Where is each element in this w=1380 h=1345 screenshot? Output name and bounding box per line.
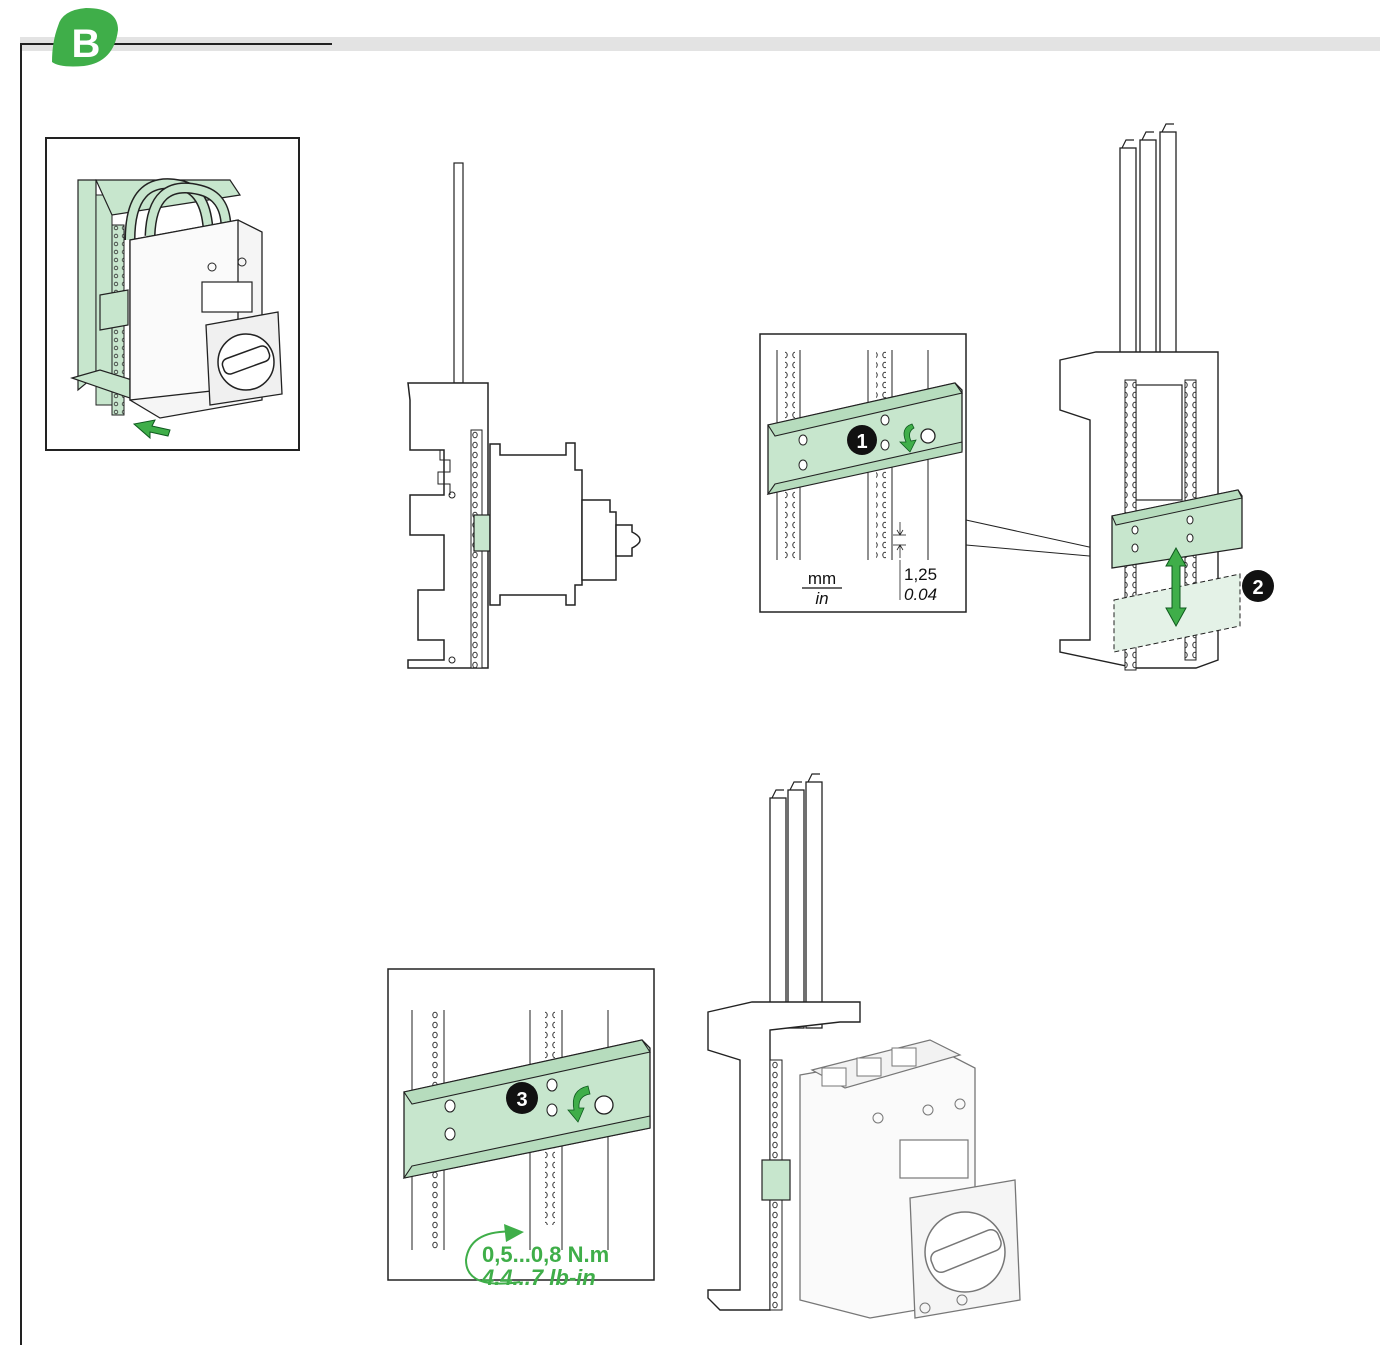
final-busbar-3 <box>805 781 823 1029</box>
callout-line-a <box>965 519 1113 553</box>
detail-1-hole-a <box>798 434 808 446</box>
detail-1-din-rail-bottom <box>766 441 963 495</box>
side-stepped-teeth <box>428 449 451 495</box>
step-1-number: 1 <box>856 431 867 453</box>
header: B <box>20 8 1380 1345</box>
final-terminal-3 <box>891 1047 917 1067</box>
placed-hole-c <box>1131 543 1139 553</box>
unit-in: in <box>815 589 828 608</box>
rail-window <box>1135 384 1183 501</box>
final-busbar-2 <box>787 789 805 1029</box>
torque-curve-head <box>504 1224 524 1242</box>
detail-3-din-rail-bottom <box>402 1115 651 1179</box>
final-clip <box>761 1159 791 1201</box>
final-busbar-tips <box>771 773 820 799</box>
busbar-3 <box>1159 131 1177 377</box>
detail-box-3: 3 0,5...0,8 N.m 4.4...7 lb-in <box>387 968 655 1290</box>
side-screw-1 <box>448 491 456 499</box>
dimension-in: 0.04 <box>904 585 937 604</box>
detail-3-hole-b <box>444 1127 456 1141</box>
final-screw-3 <box>954 1098 966 1110</box>
final-frame <box>707 1001 861 1311</box>
callout-line-b <box>965 544 1113 559</box>
placed-hole-a <box>1131 525 1139 535</box>
torque-metric: 0,5...0,8 N.m <box>482 1242 609 1267</box>
thumb-screw-2 <box>237 257 247 267</box>
detail-1-hole-c <box>880 414 890 426</box>
thumb-label-window <box>201 281 253 313</box>
torque-arrow-icon <box>567 1085 591 1123</box>
final-terminal-1 <box>821 1067 847 1087</box>
torque-imperial: 4.4...7 lb-in <box>481 1265 596 1290</box>
push-arrow-icon <box>132 419 171 440</box>
placed-hole-d <box>1186 533 1194 543</box>
unit-mm: mm <box>808 569 836 588</box>
header-rule-gray <box>20 37 1380 51</box>
detail-1-screw <box>920 428 936 444</box>
rail-assembly-view: 2 <box>1059 123 1274 671</box>
step-1-badge <box>847 425 877 455</box>
final-screw-1 <box>872 1112 884 1124</box>
side-knob <box>615 524 641 557</box>
detail-3-din-rail-top <box>403 1039 651 1105</box>
torque-curve <box>464 1230 521 1285</box>
side-view <box>407 162 641 669</box>
detail-3-screw <box>594 1095 614 1115</box>
detail-1-din-rail-top <box>767 382 963 437</box>
slide-arrow-icon <box>1165 546 1187 628</box>
final-screw-5 <box>956 1294 968 1306</box>
final-screw-2 <box>922 1104 934 1116</box>
detail-1-hole-b <box>798 459 808 471</box>
dim-arrow-down <box>896 522 904 536</box>
placed-hole-b <box>1186 515 1194 525</box>
detail-box-1: 1 mm in 1,25 0.04 <box>759 333 1113 613</box>
detail-1-hole-d <box>880 439 890 451</box>
dimension-mm: 1,25 <box>904 565 937 584</box>
thumbnail-panel <box>45 137 300 451</box>
final-assembly-view <box>707 773 1021 1319</box>
final-busbar-1 <box>769 797 787 1029</box>
step-2-badge <box>1242 570 1274 602</box>
step-3-badge <box>506 1082 538 1114</box>
side-clip <box>473 514 491 552</box>
thumb-clamp <box>99 289 129 331</box>
side-breaker <box>489 442 583 606</box>
step-2-number: 2 <box>1252 577 1263 599</box>
busbar-2 <box>1139 139 1157 377</box>
final-screw-4 <box>919 1302 931 1314</box>
section-badge-icon <box>52 8 118 67</box>
detail-3-hole-a <box>444 1099 456 1113</box>
final-handle <box>930 1228 1002 1274</box>
side-rod <box>453 162 464 384</box>
detail-3-hole-d <box>546 1103 558 1117</box>
busbar-1 <box>1119 147 1137 377</box>
thumb-cable-2b <box>146 184 230 237</box>
turn-arrow-icon <box>899 423 917 453</box>
step-3-number: 3 <box>516 1089 527 1111</box>
thumb-handle <box>221 345 271 375</box>
section-letter: B <box>72 22 101 66</box>
side-knob-base <box>581 499 617 581</box>
busbar-tips <box>1121 123 1174 149</box>
dim-arrow-up <box>896 544 904 558</box>
placed-din-rail-lip <box>1111 489 1243 526</box>
detail-3-hole-c <box>546 1078 558 1092</box>
side-screw-2 <box>448 656 456 664</box>
final-label-window <box>899 1139 969 1179</box>
thumb-support <box>77 179 97 392</box>
final-terminal-2 <box>856 1057 882 1077</box>
thumb-screw-1 <box>207 262 217 272</box>
